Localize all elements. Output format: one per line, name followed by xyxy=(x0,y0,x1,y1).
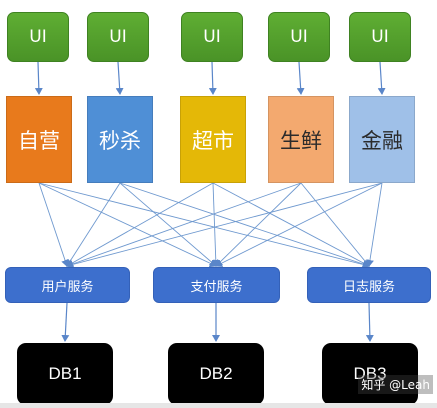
business-to-service-line xyxy=(215,182,302,267)
db-node-label: DB3 xyxy=(353,364,387,383)
service-node-label: 支付服务 xyxy=(190,279,243,295)
service-node-3: 日志服务 xyxy=(307,267,431,303)
business-to-service-line xyxy=(38,182,69,267)
business-to-service-line xyxy=(66,182,121,267)
service-to-db-arrow xyxy=(61,302,70,342)
watermark: 知乎 @Leah xyxy=(358,375,433,394)
business-node-2: 秒杀 xyxy=(87,96,153,183)
business-node-label: 超市 xyxy=(192,128,234,153)
business-node-5: 金融 xyxy=(349,96,415,183)
business-to-service-line xyxy=(365,182,383,267)
db-node-3: DB3 xyxy=(322,343,418,405)
business-to-service-line xyxy=(38,182,217,268)
ui-node-4: UI xyxy=(268,12,330,62)
business-to-service-line xyxy=(300,182,370,267)
ui-node-1: UI xyxy=(7,12,69,62)
business-node-label: 自营 xyxy=(18,128,60,153)
ui-node-label: UI xyxy=(29,27,47,47)
business-to-service-line xyxy=(66,182,302,268)
service-node-2: 支付服务 xyxy=(153,267,280,303)
business-to-service-line xyxy=(66,182,214,267)
business-to-service-line xyxy=(119,182,217,267)
business-node-label: 金融 xyxy=(361,128,403,153)
service-node-label: 用户服务 xyxy=(41,279,94,295)
db-node-1: DB1 xyxy=(17,343,113,405)
service-node-1: 用户服务 xyxy=(5,267,130,303)
business-to-service-line xyxy=(215,182,383,267)
ui-to-business-arrow xyxy=(296,61,305,95)
ui-node-2: UI xyxy=(87,12,149,62)
business-to-service-line xyxy=(119,182,370,268)
bottom-strip xyxy=(0,403,437,408)
ui-node-label: UI xyxy=(290,27,308,47)
business-node-label: 生鲜 xyxy=(280,128,322,153)
service-node-label: 日志服务 xyxy=(342,279,395,295)
business-to-service-line xyxy=(211,182,220,267)
db-node-label: DB2 xyxy=(199,364,233,383)
business-node-4: 生鲜 xyxy=(268,96,334,183)
ui-node-label: UI xyxy=(371,27,389,47)
business-to-service-line xyxy=(212,182,370,267)
ui-to-business-arrow xyxy=(377,61,386,95)
ui-to-business-arrow xyxy=(34,61,43,95)
business-to-service-line xyxy=(66,182,383,269)
business-node-3: 超市 xyxy=(180,96,246,183)
db-node-2: DB2 xyxy=(168,343,264,405)
business-to-service-line xyxy=(38,182,370,269)
business-node-1: 自营 xyxy=(6,96,72,183)
ui-to-business-arrow xyxy=(115,61,124,95)
db-node-label: DB1 xyxy=(48,364,82,383)
ui-node-3: UI xyxy=(181,12,243,62)
ui-node-label: UI xyxy=(109,27,127,47)
business-node-label: 秒杀 xyxy=(99,128,141,153)
service-to-db-arrow xyxy=(365,302,374,342)
ui-to-business-arrow xyxy=(208,61,217,95)
ui-node-label: UI xyxy=(203,27,221,47)
ui-node-5: UI xyxy=(349,12,411,62)
